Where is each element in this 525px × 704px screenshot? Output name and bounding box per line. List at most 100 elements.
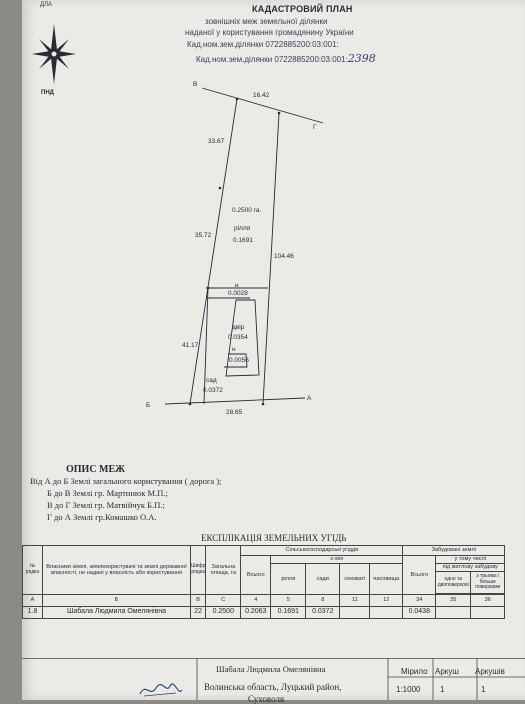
header-residential: під житлову забудову [435,563,506,572]
dim-left-lower: 41.17 [182,342,199,349]
dim-left-middle: 35.72 [195,232,212,239]
boundary-description: Б до В Землі гр. Мартинюк М.П.; [47,488,168,498]
dim-bottom: 28.65 [226,409,243,416]
compass-label: ПНД [41,90,54,96]
row-code: 22 [189,606,207,619]
boundary-line-v-b [189,98,238,405]
col-num: 5 [270,594,307,607]
total-area: 0.2500 га. [232,207,262,214]
header-total-area: Загальна площа, га [205,545,242,595]
sheets-label: Аркушів [475,667,505,676]
col-num: Б [42,594,191,607]
row-built-total: 0.0438 [402,606,437,619]
row-pastures [369,606,404,619]
explication-table: № рядка Власники землі, землекористувачі… [22,545,506,619]
header-built-total: Всього [402,555,437,595]
subtitle-line-1: зовнішніх меж земельної ділянки [205,17,328,26]
dim-left-upper: 33.67 [208,138,225,145]
page-title: КАДАСТРОВИЙ ПЛАН [252,4,353,14]
stamp-frame [22,658,525,700]
col-num: А [22,594,43,607]
col-num: 35 [435,594,472,607]
col-num: 34 [402,594,437,607]
boundary-description: Від А до Б Землі загального користування… [30,476,222,486]
col-num: 36 [470,594,506,607]
boundary-line-a-b [164,397,306,405]
scale-label: Мірило [401,667,428,676]
header-owner: Власники землі, землекористувачі та земл… [42,545,191,595]
owner-name: Шабала Людмила Омелянівна [216,664,326,674]
turn-point-marker [206,286,210,290]
signature-icon [139,683,183,697]
header-arable: рілля [270,563,307,595]
turn-point-marker [218,186,222,190]
row-agri-total: 0.2063 [240,606,272,619]
sheet-label: Аркуш [435,667,459,676]
header-including: у тому числі [435,555,506,564]
point-b-label: Б [146,402,150,409]
parcel-plan: В Г Б А 16.42 33.67 35.72 41.17 104.46 2… [146,81,324,416]
yard-outline [225,299,260,377]
col-num: 8 [305,594,341,607]
row-three-more [470,606,506,619]
header-of-which: з них [270,555,404,564]
scale-value: 1:1000 [396,685,421,694]
col-num: 11 [339,594,371,607]
sheet-value: 1 [440,685,445,694]
plot-garden-area: 0.0372 [203,387,223,394]
sheets-value: 1 [481,685,486,694]
boundary-line-v-g [201,87,324,124]
point-g-marker [277,111,281,115]
plot-n1-name: н [235,282,239,289]
header-code: Шифр рядка [189,545,207,595]
compass-rose-icon [32,24,76,84]
boundary-description: В до Г Землі гр. Матвійчук Б.П.; [47,500,165,510]
boundary-description: Г до А Землі гр.Комашко О.А. [47,512,157,522]
address-line-1: Волинська область, Луцький район, [204,682,342,692]
plot-garden-name: сад [206,377,217,384]
plot-n2-name: н [232,346,236,353]
point-v-marker [235,97,239,101]
plot-arable-name: рілля [234,224,251,232]
dim-top: 16.42 [253,92,270,99]
col-num: В [189,594,207,607]
col-num: С [205,594,242,607]
row-hayfields [339,606,371,619]
col-num: 4 [240,594,272,607]
row-total: 0.2500 [205,606,242,619]
plot-yard-area: 0.0354 [228,334,248,341]
point-v-label: В [193,81,197,88]
address-line-2: Суховоля [248,694,285,704]
header-agri-total: Всього [240,555,272,595]
row-one-two [435,606,472,619]
row-garden: 0.0372 [305,606,341,619]
header-row-no: № рядка [22,545,43,595]
parcel-number: Кад.ном.зем.ділянки 0722885200:03:001:23… [196,52,376,65]
header-built: Забудовані землі [402,545,506,556]
row-owner: Шабала Людмила Омелянівна [42,606,191,619]
corner-text: ДЛА [40,2,53,8]
plot-arable-area: 0.1691 [233,237,253,244]
inner-line [203,287,209,405]
point-a-marker [261,402,265,406]
header-pastures: пасовища [369,563,404,595]
point-a-label: А [307,395,312,402]
col-num: 12 [369,594,404,607]
header-hayfields: сіножаті [339,563,371,595]
plot-n1-area: 0.0028 [228,290,248,297]
explication-title: ЕКСПЛІКАЦІЯ ЗЕМЕЛЬНИХ УГІДЬ [201,533,347,543]
point-b-marker [188,402,192,406]
plot-yard-name: двір [232,323,245,331]
header-agricultural: Сільськогосподарські угіддя [240,545,404,556]
boundary-line-g-a [262,112,280,405]
parcel-number-prefix: Кад.ном.зем.ділянки 0722885200:03:001: [196,55,348,64]
point-g-label: Г [313,124,317,131]
row-no: 1.8 [22,606,43,619]
boundaries-title: ОПИС МЕЖ [66,464,126,475]
dim-right: 104.46 [274,253,294,260]
plot-n2-area: 0.0056 [229,357,249,364]
header-garden: сади [305,563,341,595]
row-arable: 0.1691 [270,606,307,619]
parcel-number-handwritten: 2398 [347,52,376,65]
header-one-two-storey: одно та двоповерхові [435,571,472,594]
